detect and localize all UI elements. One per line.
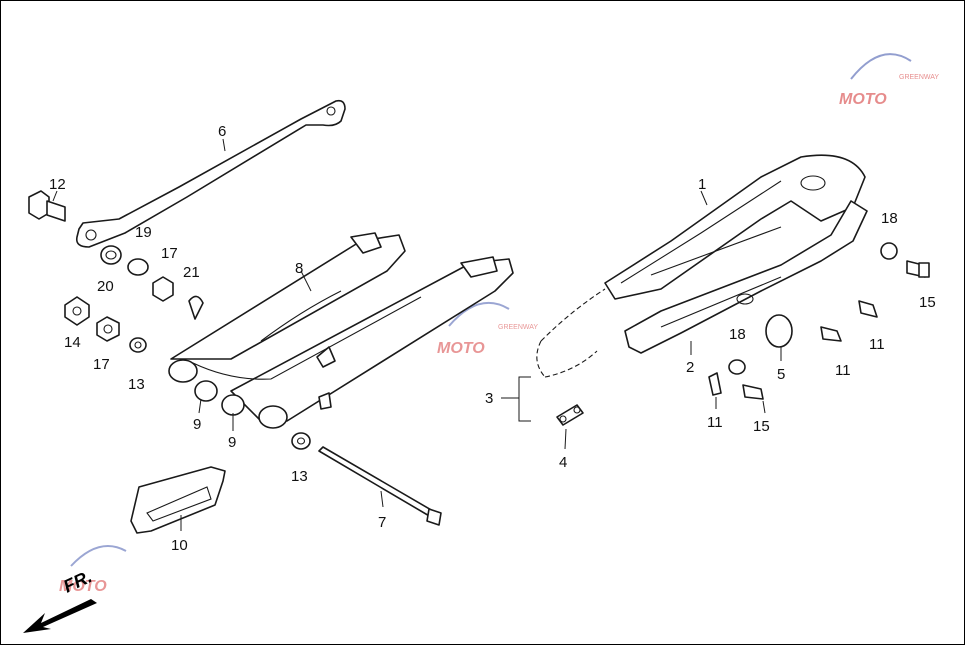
callout-2: 2 <box>686 359 694 376</box>
callout-15b: 15 <box>753 418 770 435</box>
hardware-right: 18 15 11 11 18 11 15 <box>707 210 936 435</box>
svg-text:MOTO: MOTO <box>59 578 107 595</box>
callout-6: 6 <box>218 123 226 140</box>
callout-15a: 15 <box>919 294 936 311</box>
part-7-axle: 7 <box>318 446 442 531</box>
callout-4: 4 <box>559 454 567 471</box>
callout-9b: 9 <box>228 434 236 451</box>
arrow-down-left-icon: FR. <box>23 566 97 633</box>
callout-14: 14 <box>64 334 81 351</box>
svg-text:MOTO: MOTO <box>437 340 485 357</box>
callout-11b: 11 <box>835 362 851 379</box>
part-9-bushings: 9 9 <box>193 380 245 451</box>
part-13-washer: 13 <box>291 432 311 485</box>
callout-11a: 11 <box>869 336 885 353</box>
part-8-swing-arm: 8 <box>168 232 514 429</box>
callout-1: 1 <box>698 176 706 193</box>
svg-text:MOTO: MOTO <box>839 91 887 108</box>
callout-11c: 11 <box>707 414 723 431</box>
callout-8: 8 <box>295 260 303 277</box>
part-3-drive-chain: 3 <box>485 288 606 422</box>
part-2-chain-guard-lower: 2 <box>624 200 868 376</box>
svg-text:GREENWAY: GREENWAY <box>899 74 939 81</box>
callout-3: 3 <box>485 390 493 407</box>
callout-17a: 17 <box>161 245 178 262</box>
svg-text:GREENWAY: GREENWAY <box>498 324 538 331</box>
part-1-chain-guard: 1 <box>604 154 866 300</box>
callout-13b: 13 <box>291 468 308 485</box>
part-6-brace: 6 <box>75 99 346 248</box>
callout-9a: 9 <box>193 416 201 433</box>
part-12-bolt: 12 <box>28 176 66 222</box>
watermark-middle: MOTO GREENWAY <box>437 301 538 357</box>
callout-18b: 18 <box>729 326 746 343</box>
callout-10: 10 <box>171 537 188 554</box>
callout-21: 21 <box>183 264 200 281</box>
watermark-top-right: MOTO GREENWAY <box>839 53 939 108</box>
callout-19: 19 <box>135 224 152 241</box>
callout-12: 12 <box>49 176 66 193</box>
callout-20: 20 <box>97 278 114 295</box>
callout-13a: 13 <box>128 376 145 393</box>
callout-5: 5 <box>777 366 785 383</box>
part-10-chain-slider: 10 <box>130 466 226 554</box>
part-5-cap: 5 <box>765 314 793 383</box>
part-4-master-link: 4 <box>556 404 584 471</box>
callout-7: 7 <box>378 514 386 531</box>
callout-18a: 18 <box>881 210 898 227</box>
hardware-left: 20 19 17 21 14 17 13 <box>64 224 204 393</box>
callout-17b: 17 <box>93 356 110 373</box>
watermark-bottom-left: MOTO <box>59 545 127 595</box>
